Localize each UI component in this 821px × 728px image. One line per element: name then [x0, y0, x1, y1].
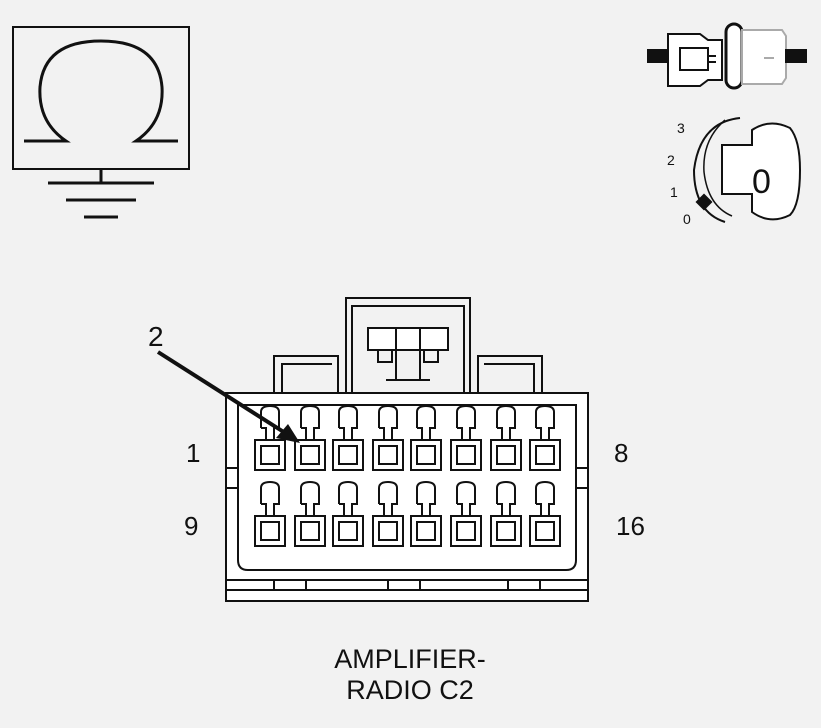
ignition-key-icon: 0 3 2 1 0	[667, 117, 802, 227]
pin-cavity-13	[410, 480, 442, 547]
pin-label-8: 8	[614, 438, 628, 468]
pin-cavity-8	[529, 404, 561, 471]
caption-line-2: RADIO C2	[346, 675, 474, 705]
ignition-pos-2: 2	[667, 152, 675, 168]
pin-cavity-12	[372, 480, 404, 547]
ignition-pos-3: 3	[677, 120, 685, 136]
pin-cavities	[254, 404, 561, 547]
pin-cavity-3	[332, 404, 364, 471]
pin-cavity-9	[254, 480, 286, 547]
key-position-label: 0	[752, 163, 771, 201]
pin-cavity-2	[294, 404, 326, 471]
ignition-pos-0: 0	[683, 211, 691, 227]
pin-cavity-1	[254, 404, 286, 471]
pin-cavity-4	[372, 404, 404, 471]
pin-cavity-10	[294, 480, 326, 547]
connector-body	[225, 297, 589, 602]
pin-label-1: 1	[186, 438, 200, 468]
pin-cavity-11	[332, 480, 364, 547]
pin-cavity-15	[490, 480, 522, 547]
pin-cavity-5	[410, 404, 442, 471]
callout-label: 2	[148, 321, 164, 352]
pin-cavity-6	[450, 404, 482, 471]
ignition-pos-1: 1	[670, 184, 678, 200]
caption-line-1: AMPLIFIER-	[334, 644, 486, 674]
pin-cavity-14	[450, 480, 482, 547]
pin-label-16: 16	[616, 511, 645, 541]
connector-disconnect-icon	[647, 22, 807, 90]
connector-caption: AMPLIFIER- RADIO C2	[250, 644, 570, 706]
ohm-ground-icon	[12, 26, 190, 219]
pin-label-9: 9	[184, 511, 198, 541]
callout-arrow	[156, 350, 300, 443]
pin-cavity-7	[490, 404, 522, 471]
pin-cavity-16	[529, 480, 561, 547]
